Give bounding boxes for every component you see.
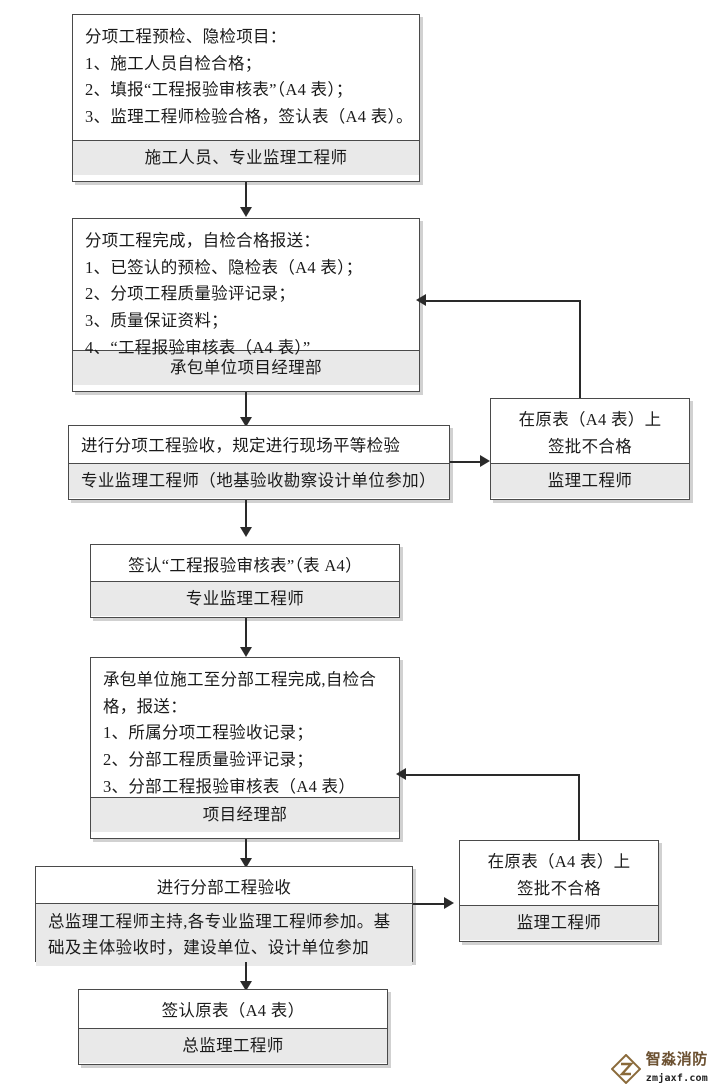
- node-subitem-acceptance[interactable]: 进行分项工程验收，规定进行现场平等检验 专业监理工程师（地基验收勘察设计单位参加…: [68, 425, 450, 500]
- node-line: 签批不合格: [517, 878, 601, 898]
- node-actor: 承包单位项目经理部: [73, 350, 419, 386]
- arrowhead-left: [416, 294, 426, 306]
- node-line: 2、分部工程质量验评记录；: [103, 750, 314, 770]
- connector-r2-feedback-vertical: [578, 774, 580, 840]
- node-body: 进行分项工程验收，规定进行现场平等检验: [69, 426, 449, 463]
- node-actor: 项目经理部: [91, 797, 399, 833]
- node-body: 在原表（A4 表）上 签批不合格: [460, 841, 658, 905]
- node-line: 分项工程完成，自检合格报送：: [85, 231, 321, 250]
- watermark-name: 智淼消防: [645, 1051, 708, 1069]
- watermark: 智淼消防 zmjaxf.com: [610, 1051, 708, 1086]
- node-line: 3、监理工程师检验合格，签认表（A4 表）。: [85, 107, 413, 127]
- node-line: 进行分项工程验收，规定进行现场平等检验: [81, 436, 401, 455]
- node-actor: 施工人员、专业监理工程师: [73, 140, 419, 176]
- node-line: 签认原表（A4 表）: [161, 1001, 305, 1020]
- node-body: 在原表（A4 表）上 签批不合格: [491, 399, 689, 463]
- node-actor: 监理工程师: [460, 905, 658, 941]
- node-body: 签认原表（A4 表）: [79, 990, 387, 1028]
- arrowhead-down: [240, 527, 252, 537]
- connector-n6-r2: [413, 903, 446, 905]
- arrowhead-right: [480, 455, 490, 467]
- node-line: 1、所属分项工程验收记录；: [103, 723, 314, 743]
- node-reject-subitem[interactable]: 在原表（A4 表）上 签批不合格 监理工程师: [490, 398, 690, 500]
- arrowhead-left: [396, 768, 406, 780]
- node-line: 1、施工人员自检合格；: [85, 53, 262, 73]
- arrowhead-right: [444, 897, 454, 909]
- node-division-acceptance[interactable]: 进行分部工程验收 总监理工程师主持,各专业监理工程师参加。基础及主体验收时，建设…: [35, 866, 413, 967]
- node-body: 承包单位施工至分部工程完成,自检合 格，报送： 1、所属分项工程验收记录； 2、…: [91, 658, 399, 797]
- node-body: 分项工程完成，自检合格报送： 1、已签认的预检、隐检表（A4 表）； 2、分项工…: [73, 219, 419, 357]
- connector-r1-feedback-horizontal: [425, 300, 581, 302]
- node-line: 1、已签认的预检、隐检表（A4 表）；: [85, 257, 363, 277]
- node-line: 分项工程预检、隐检项目：: [85, 27, 287, 46]
- node-line: 在原表（A4 表）上: [487, 852, 631, 871]
- connector-n3-r1: [450, 461, 482, 463]
- node-division-complete-submit[interactable]: 承包单位施工至分部工程完成,自检合 格，报送： 1、所属分项工程验收记录； 2、…: [90, 657, 400, 839]
- node-reject-division[interactable]: 在原表（A4 表）上 签批不合格 监理工程师: [459, 840, 659, 942]
- node-line: 2、填报“工程报验审核表”（A4 表）；: [85, 80, 353, 100]
- node-line: 3、分部工程报验审核表（A4 表）: [103, 776, 356, 796]
- arrowhead-down: [240, 647, 252, 657]
- watermark-url: zmjaxf.com: [645, 1073, 708, 1085]
- node-actor: 专业监理工程师（地基验收勘察设计单位参加）: [69, 463, 449, 499]
- node-body: 进行分部工程验收: [36, 867, 412, 903]
- node-body: 分项工程预检、隐检项目： 1、施工人员自检合格； 2、填报“工程报验审核表”（A…: [73, 15, 419, 140]
- node-line: 签认“工程报验审核表”（表 A4）: [128, 556, 362, 575]
- node-line: 格，报送：: [103, 696, 187, 716]
- connector-n2-n3: [245, 392, 247, 420]
- connector-n3-n4: [245, 500, 247, 530]
- node-line: 在原表（A4 表）上: [518, 410, 662, 429]
- connector-n6-n7: [245, 962, 247, 984]
- arrowhead-down: [240, 207, 252, 217]
- node-line: 3、质量保证资料；: [85, 311, 228, 331]
- node-line: 进行分部工程验收: [156, 878, 292, 897]
- connector-n4-n5: [245, 618, 247, 650]
- zm-logo-icon: [610, 1054, 641, 1085]
- arrowhead-down: [240, 417, 252, 427]
- connector-r2-feedback-horizontal: [405, 774, 580, 776]
- connector-n1-n2: [245, 182, 247, 210]
- connector-r1-feedback-vertical: [579, 300, 581, 398]
- arrowhead-down: [240, 858, 252, 868]
- node-line: 2、分项工程质量验评记录；: [85, 284, 296, 304]
- node-subitem-complete-submit[interactable]: 分项工程完成，自检合格报送： 1、已签认的预检、隐检表（A4 表）； 2、分项工…: [72, 218, 420, 392]
- node-actor: 监理工程师: [491, 463, 689, 499]
- node-subitem-preinspection[interactable]: 分项工程预检、隐检项目： 1、施工人员自检合格； 2、填报“工程报验审核表”（A…: [72, 14, 420, 182]
- node-line: 签批不合格: [548, 436, 632, 456]
- node-actor: 总监理工程师主持,各专业监理工程师参加。基础及主体验收时，建设单位、设计单位参加: [36, 903, 412, 967]
- connector-n5-n6: [245, 839, 247, 861]
- node-actor: 总监理工程师: [79, 1028, 387, 1064]
- node-line: 承包单位施工至分部工程完成,自检合: [103, 670, 377, 689]
- arrowhead-down: [240, 981, 252, 991]
- node-sign-original-form[interactable]: 签认原表（A4 表） 总监理工程师: [78, 989, 388, 1065]
- node-line: 4、“工程报验审核表（A4 表）”: [85, 337, 311, 357]
- node-sign-inspection-form[interactable]: 签认“工程报验审核表”（表 A4） 专业监理工程师: [90, 544, 400, 618]
- node-body: 签认“工程报验审核表”（表 A4）: [91, 545, 399, 581]
- node-actor: 专业监理工程师: [91, 581, 399, 617]
